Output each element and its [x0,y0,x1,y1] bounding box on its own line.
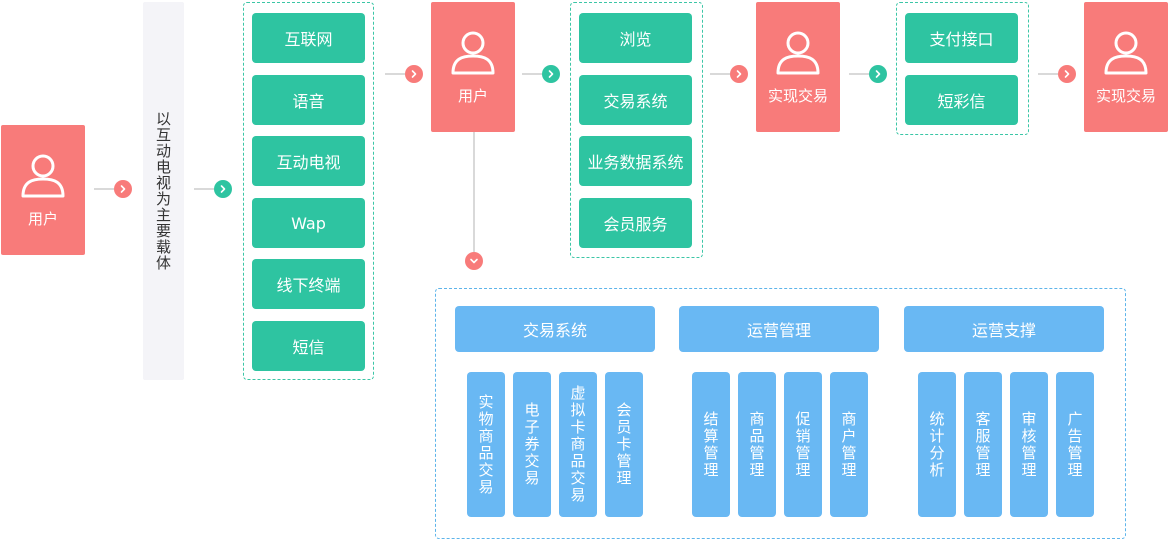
channel-item: 线下终端 [252,259,365,309]
channel-item: 短信 [252,321,365,371]
system-item: 广告管理 [1056,372,1094,517]
carrier-pillar: 以互动电视为主要载体 [143,2,184,380]
chevron-right-icon [1058,65,1076,83]
user-box-start: 用户 [1,125,85,255]
system-item: 会员卡管理 [605,372,643,517]
user-icon [18,152,68,198]
service-item: 浏览 [579,13,692,63]
channel-item: Wap [252,198,365,248]
connector-line [522,73,542,75]
trade-box-second: 实现交易 [1084,2,1168,132]
system-item: 促销管理 [784,372,822,517]
chevron-right-icon [542,65,560,83]
user-icon [1101,29,1151,75]
connector-line [94,188,114,190]
channel-item: 互联网 [252,13,365,63]
trade-box-first: 实现交易 [756,2,840,132]
chevron-down-icon [465,252,483,270]
connector-line [710,73,730,75]
system-item: 实物商品交易 [467,372,505,517]
system-item: 结算管理 [692,372,730,517]
system-item: 电子券交易 [513,372,551,517]
system-item: 统计分析 [918,372,956,517]
chevron-right-icon [405,65,423,83]
user-label: 用户 [457,86,488,105]
system-item: 商户管理 [830,372,868,517]
payment-item: 短彩信 [905,75,1018,125]
system-header: 交易系统 [455,306,655,352]
connector-line [194,188,214,190]
service-item: 会员服务 [579,198,692,248]
connector-line [473,132,475,252]
connector-line [1038,73,1058,75]
systems-group [435,288,1126,539]
system-header: 运营管理 [679,306,879,352]
user-box-second: 用户 [431,2,515,132]
services-group [570,2,703,258]
user-icon [448,29,498,75]
trade-label: 实现交易 [767,86,828,105]
payment-item: 支付接口 [905,13,1018,63]
trade-label: 实现交易 [1095,86,1156,105]
chevron-right-icon [730,65,748,83]
connector-line [849,73,869,75]
service-item: 交易系统 [579,75,692,125]
channel-item: 语音 [252,75,365,125]
system-item: 商品管理 [738,372,776,517]
channels-group [243,2,374,380]
system-item: 客服管理 [964,372,1002,517]
payments-group [896,2,1029,135]
chevron-right-icon [869,65,887,83]
service-item: 业务数据系统 [579,136,692,186]
user-icon [773,29,823,75]
connector-line [385,73,405,75]
system-header: 运营支撑 [904,306,1104,352]
chevron-right-icon [214,180,232,198]
chevron-right-icon [114,180,132,198]
user-label: 用户 [27,209,58,228]
system-item: 虚拟卡商品交易 [559,372,597,517]
system-item: 审核管理 [1010,372,1048,517]
channel-item: 互动电视 [252,136,365,186]
